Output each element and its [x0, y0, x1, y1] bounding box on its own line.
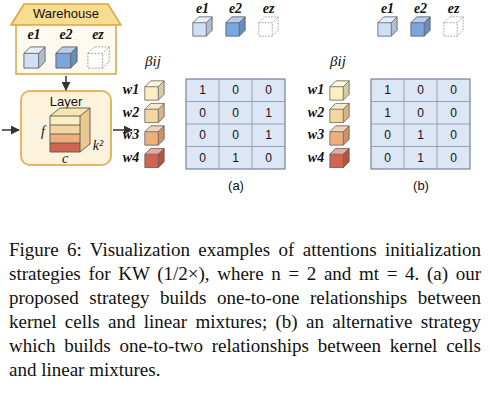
kernel-cell: e1 [20, 26, 48, 70]
axis-label: ez [263, 2, 275, 16]
table-cell: 1 [384, 107, 391, 119]
cell-label: e2 [52, 27, 80, 43]
table-cell: 1 [232, 152, 239, 164]
table-cell: 0 [265, 84, 272, 96]
table-cell: 0 [232, 107, 239, 119]
table-cell: 0 [199, 152, 206, 164]
axis-label: w1 [123, 83, 139, 97]
table-cell: 1 [199, 84, 206, 96]
subfigure-label: (b) [413, 179, 429, 192]
attention-matrix [145, 17, 285, 169]
cell-label: ez [84, 27, 112, 43]
axis-label: w4 [123, 151, 139, 165]
table-cell: 0 [450, 152, 457, 164]
flow-arrow [65, 76, 67, 90]
table-cell: 0 [417, 107, 424, 119]
kernel-cell: ez [84, 26, 112, 70]
axis-label: e2 [229, 2, 242, 16]
table-cell: 1 [265, 107, 272, 119]
axis-label: w2 [308, 106, 324, 120]
axis-label: w3 [308, 128, 324, 142]
dimension-label: f [41, 125, 45, 139]
axis-label: e2 [414, 2, 427, 16]
box-title: Warehouse [10, 6, 122, 22]
table-cell: 0 [384, 152, 391, 164]
warehouse-box: Warehouse e1e2ez [10, 2, 122, 76]
axis-label: ez [448, 2, 460, 16]
table-cell: 0 [417, 84, 424, 96]
input-arrow [2, 129, 19, 131]
dimension-label: k² [93, 139, 103, 153]
cube-outline [52, 46, 80, 70]
axis-label: e1 [381, 2, 394, 16]
axis-label: w2 [123, 106, 139, 120]
table-cell: 0 [199, 107, 206, 119]
box-title: Layer [22, 94, 110, 110]
axis-label: w1 [308, 83, 324, 97]
table-cell: 0 [384, 129, 391, 141]
table-cell: 1 [384, 84, 391, 96]
axis-label: e1 [196, 2, 209, 16]
table-cell: 0 [199, 129, 206, 141]
table-cell: 0 [232, 129, 239, 141]
table-cell: 1 [417, 129, 424, 141]
attention-matrix [330, 17, 470, 169]
subfigure-label: (a) [228, 179, 244, 192]
axis-label: w4 [308, 151, 324, 165]
kernel-cell: e2 [52, 26, 80, 70]
cube-outline [20, 46, 48, 70]
dimension-label: c [62, 152, 68, 166]
table-cell: 1 [265, 129, 272, 141]
matrix-symbol: βij [330, 54, 346, 69]
table-cell: 0 [232, 84, 239, 96]
table-cell: 1 [417, 152, 424, 164]
table-cell: 0 [450, 84, 457, 96]
table-cell: 0 [265, 152, 272, 164]
cell-label: e1 [20, 27, 48, 43]
cube-outline [84, 46, 112, 70]
axis-label: w3 [123, 128, 139, 142]
figure-caption: Figure 6: Visualization examples of atte… [9, 238, 481, 382]
table-cell: 0 [450, 129, 457, 141]
matrix-symbol: βij [145, 54, 161, 69]
table-cell: 0 [450, 107, 457, 119]
